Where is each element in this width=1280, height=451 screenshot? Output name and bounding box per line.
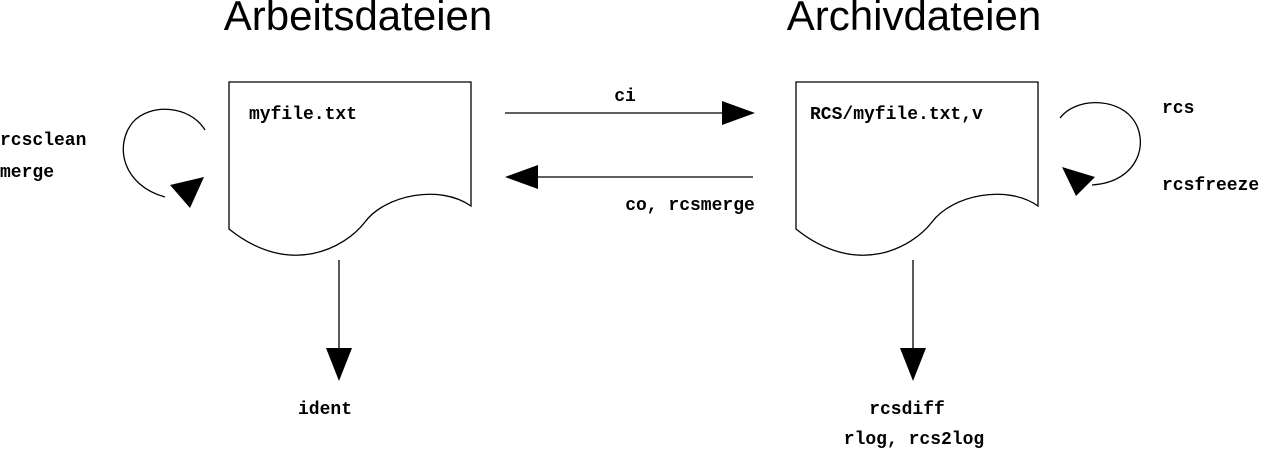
working-loop-arrowhead [170,177,204,208]
working-down-label: ident [298,400,352,420]
archive-down-label-2: rlog, rcs2log [844,430,984,450]
working-loop-label-1: rcsclean [0,131,86,151]
working-down-arrowhead [326,348,352,381]
checkin-label: ci [614,87,636,107]
archive-loop-arc [1059,101,1141,186]
archive-loop-label-2: rcsfreeze [1162,176,1259,196]
working-loop-label-2: merge [0,163,54,183]
checkin-arrowhead [722,101,755,125]
working-file-document [228,81,472,256]
working-loop-arc [122,108,206,198]
checkout-label: co, rcsmerge [625,196,755,216]
archive-file-name: RCS/myfile.txt,v [810,105,983,125]
archive-loop-arrowhead [1062,167,1095,196]
archive-loop-label-1: rcs [1162,99,1194,119]
archive-file-document [795,81,1039,256]
archive-down-label-1: rcsdiff [869,400,945,420]
working-files-heading: Arbeitsdateien [224,0,493,39]
archive-down-arrowhead [900,348,926,381]
working-file-name: myfile.txt [249,105,357,125]
checkout-arrowhead [505,165,538,189]
archive-files-heading: Archivdateien [787,0,1041,39]
